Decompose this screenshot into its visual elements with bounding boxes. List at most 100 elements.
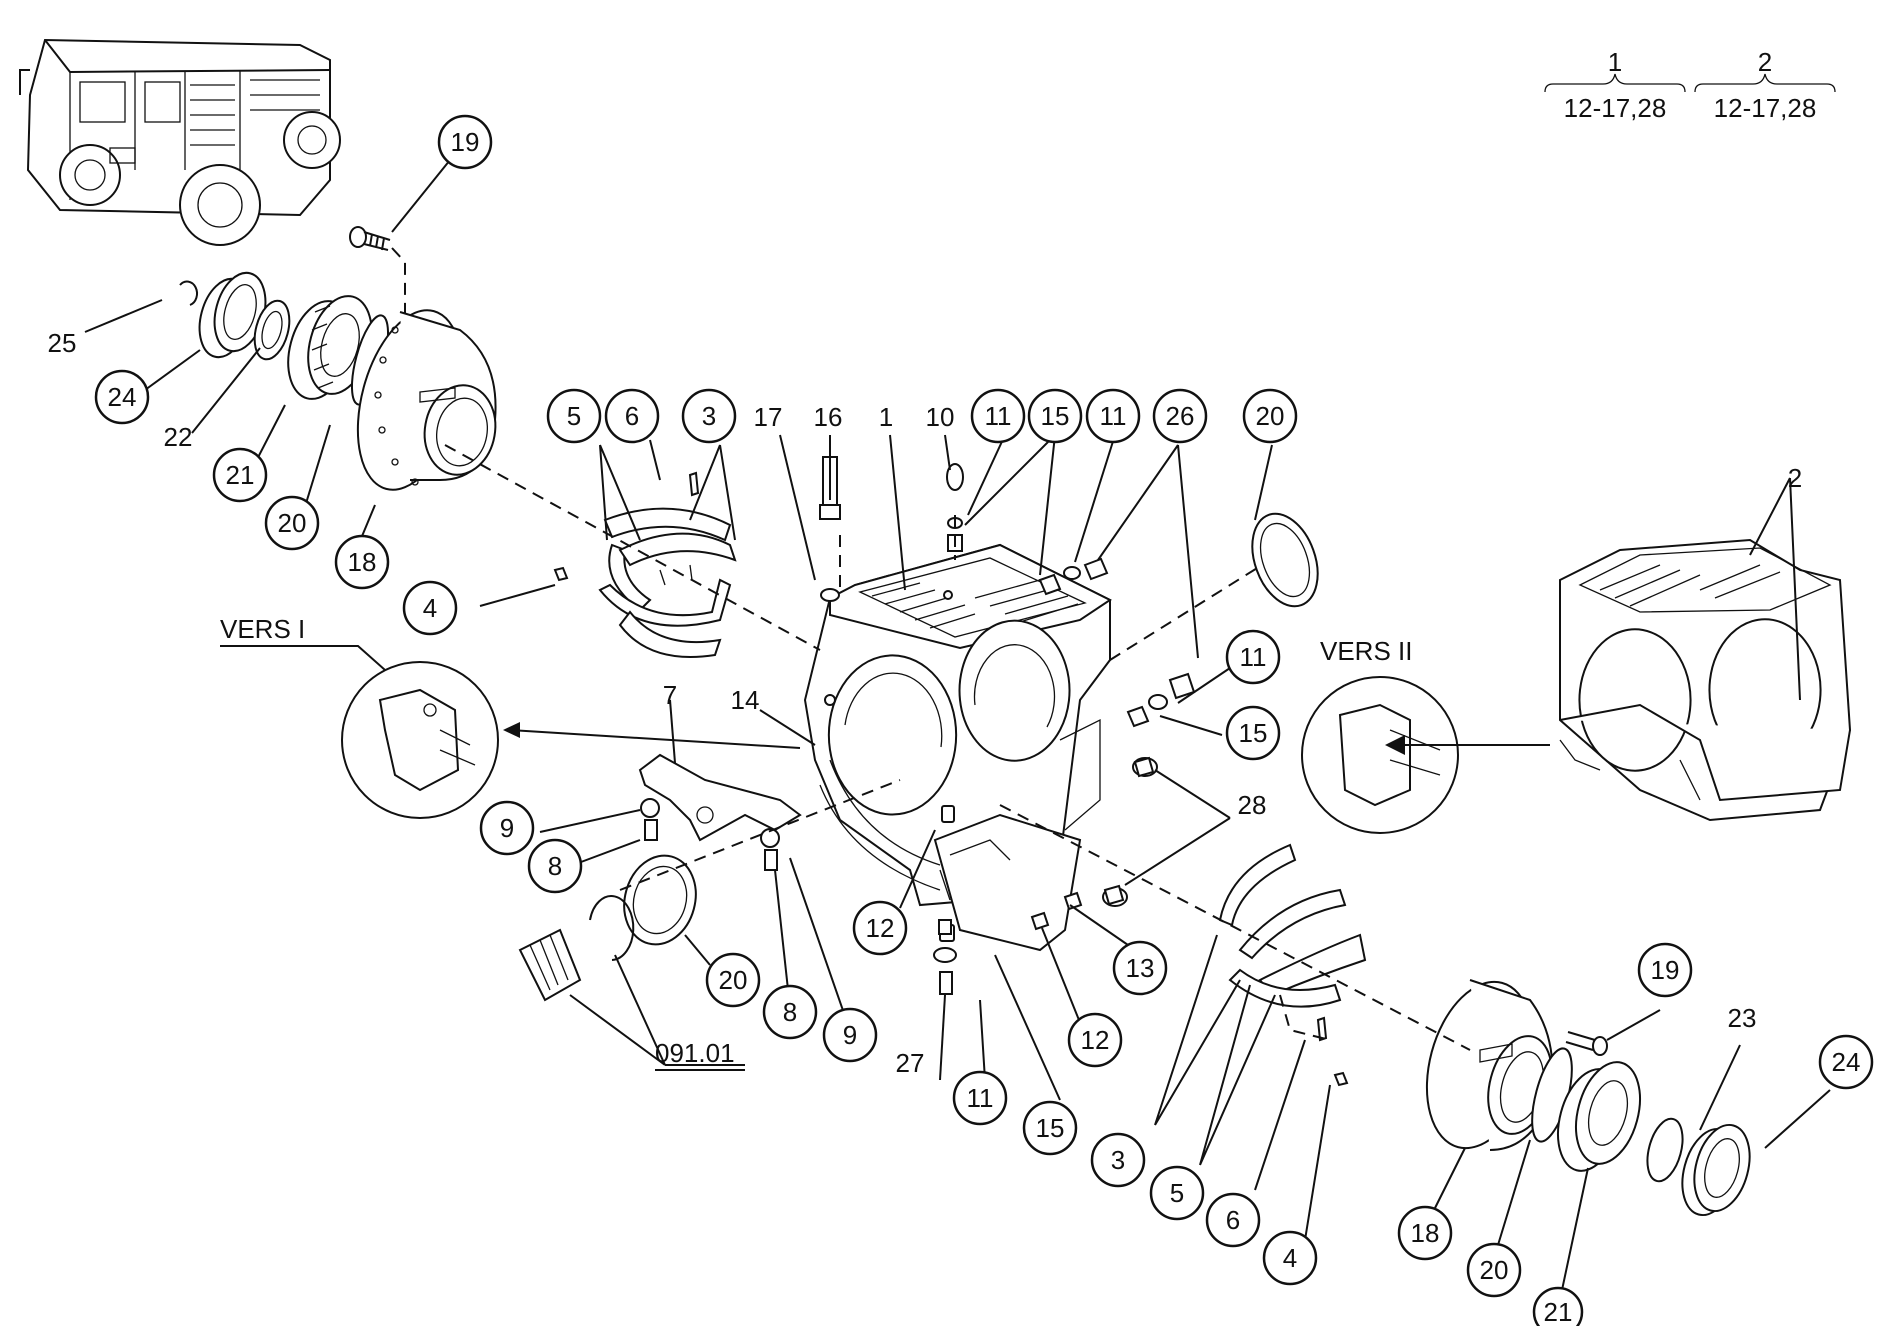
vers-2-label: VERS II — [1320, 636, 1412, 666]
svg-text:6: 6 — [1226, 1205, 1240, 1235]
reference-label: 091.01 — [655, 1038, 735, 1068]
callout-21-bot: 21 — [1532, 1286, 1584, 1326]
callout-24-left: 24 — [94, 369, 150, 425]
variant-2-range: 12-17,28 — [1714, 93, 1817, 123]
callout-24-bot: 24 — [1818, 1034, 1874, 1090]
bushing-icon — [518, 928, 582, 1002]
label-1: 1 — [879, 402, 893, 432]
label-14: 14 — [731, 685, 760, 715]
svg-text:21: 21 — [226, 460, 255, 490]
label-2: 2 — [1788, 463, 1802, 493]
variant-header-2: 2 12-17,28 — [1694, 47, 1836, 123]
upper-thrust-washers — [553, 471, 737, 658]
callout-8-b: 8 — [762, 984, 818, 1040]
label-27: 27 — [896, 1048, 925, 1078]
seal-ring-icon — [623, 854, 697, 946]
svg-text:15: 15 — [1036, 1113, 1065, 1143]
label-7: 7 — [663, 680, 677, 710]
svg-text:4: 4 — [1283, 1243, 1297, 1273]
bolt-icon — [349, 226, 391, 251]
svg-text:19: 19 — [1651, 955, 1680, 985]
thrust-washer-icon — [603, 507, 732, 542]
plain-labels: 25 22 17 16 1 10 2 14 7 28 27 23 — [48, 328, 1803, 1078]
callout-11-a: 11 — [970, 388, 1026, 444]
callout-9-b: 9 — [822, 1007, 878, 1063]
label-28: 28 — [1238, 790, 1267, 820]
callout-15-b: 15 — [1225, 705, 1281, 761]
svg-text:12: 12 — [1081, 1025, 1110, 1055]
callout-4-bot: 4 — [1262, 1230, 1318, 1286]
bottom-fittings — [640, 798, 1083, 995]
svg-text:8: 8 — [783, 997, 797, 1027]
vers-1-label: VERS I — [220, 614, 305, 644]
callout-6-bot: 6 — [1205, 1192, 1261, 1248]
lock-washer-icon — [253, 299, 291, 361]
callout-5-bot: 5 — [1149, 1165, 1205, 1221]
callout-6-top: 6 — [604, 388, 660, 444]
svg-text:24: 24 — [1832, 1047, 1861, 1077]
nut-icon — [1681, 1123, 1751, 1217]
nut-icon — [198, 271, 267, 359]
bolt-icon — [1565, 1031, 1608, 1056]
callout-15-c: 15 — [1022, 1100, 1078, 1156]
svg-text:4: 4 — [423, 593, 437, 623]
svg-text:26: 26 — [1166, 401, 1195, 431]
callout-19-bot: 19 — [1637, 942, 1693, 998]
lock-washer-icon — [640, 798, 660, 818]
callout-9-a: 9 — [479, 800, 535, 856]
callout-21-left: 21 — [212, 447, 268, 503]
svg-text:3: 3 — [702, 401, 716, 431]
callout-20-bot: 20 — [1466, 1242, 1522, 1298]
callout-18-left: 18 — [334, 534, 390, 590]
upper-right-seal — [1251, 512, 1319, 608]
callout-20-top: 20 — [1242, 388, 1298, 444]
reference-091-01: 091.01 — [655, 1038, 745, 1071]
callout-5-top: 5 — [546, 388, 602, 444]
label-10: 10 — [926, 402, 955, 432]
callout-18-bot: 18 — [1397, 1205, 1453, 1261]
svg-text:18: 18 — [1411, 1218, 1440, 1248]
svg-text:15: 15 — [1041, 401, 1070, 431]
svg-text:24: 24 — [108, 382, 137, 412]
label-22: 22 — [164, 422, 193, 452]
svg-text:3: 3 — [1111, 1145, 1125, 1175]
callout-15-a: 15 — [1027, 388, 1083, 444]
detail-vers-1: VERS I — [220, 614, 801, 819]
callout-12-a: 12 — [852, 900, 908, 956]
lower-left-parts — [518, 854, 697, 1002]
callout-11-d: 11 — [952, 1070, 1008, 1126]
svg-text:19: 19 — [451, 127, 480, 157]
label-16: 16 — [814, 402, 843, 432]
svg-text:20: 20 — [719, 965, 748, 995]
callout-20-left: 20 — [264, 495, 320, 551]
svg-text:5: 5 — [567, 401, 581, 431]
svg-text:18: 18 — [348, 547, 377, 577]
lower-thrust-washers — [1218, 843, 1367, 1087]
svg-text:11: 11 — [1240, 642, 1267, 672]
callout-19-top: 19 — [437, 114, 493, 170]
variant-1-range: 12-17,28 — [1564, 93, 1667, 123]
callout-8-a: 8 — [527, 838, 583, 894]
svg-text:13: 13 — [1126, 953, 1155, 983]
variant-2-number: 2 — [1758, 47, 1772, 77]
svg-text:20: 20 — [1480, 1255, 1509, 1285]
svg-text:8: 8 — [548, 851, 562, 881]
leader-lines — [84, 159, 1831, 1291]
callout-11-c: 11 — [1225, 629, 1281, 685]
bracket-7 — [638, 753, 802, 842]
gearbox-housing-variant-2 — [1559, 538, 1852, 822]
callout-11-b: 11 — [1085, 388, 1141, 444]
retaining-ring-icon — [179, 280, 198, 306]
left-shaft-assembly — [179, 226, 497, 491]
right-shaft-assembly — [1425, 979, 1751, 1217]
detail-vers-2: VERS II — [1301, 636, 1550, 834]
callout-3-bot: 3 — [1090, 1132, 1146, 1188]
callout-26: 26 — [1152, 388, 1208, 444]
svg-text:11: 11 — [985, 401, 1012, 431]
svg-text:11: 11 — [967, 1083, 994, 1113]
bolt-icon — [644, 819, 658, 841]
callout-3-top: 3 — [681, 388, 737, 444]
svg-text:20: 20 — [278, 508, 307, 538]
svg-text:21: 21 — [1544, 1297, 1573, 1326]
